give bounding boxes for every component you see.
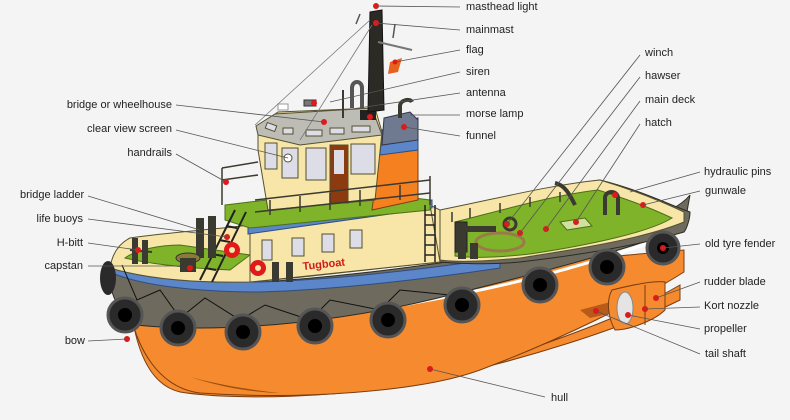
label-funnel: funnel: [466, 130, 496, 142]
label-rudder-blade: rudder blade: [704, 276, 766, 288]
label-main-deck: main deck: [645, 94, 696, 106]
label-siren: siren: [466, 66, 490, 78]
label-masthead-light: masthead light: [466, 1, 538, 13]
label-kort-nozzle: Kort nozzle: [704, 300, 760, 312]
label-hull: hull: [551, 392, 569, 404]
label-hawser: hawser: [645, 70, 681, 82]
fore-fittings-group: Tugboat: [100, 216, 346, 295]
label-gunwale: gunwale: [705, 185, 746, 197]
label-winch: winch: [645, 47, 674, 59]
label-old-tyre-fender: old tyre fender: [705, 238, 776, 250]
marker-dots: [124, 3, 666, 372]
label-flag: flag: [466, 44, 484, 56]
label-bridge-ladder: bridge ladder: [20, 189, 85, 201]
handrails-group: [221, 161, 561, 222]
funnel-group: [371, 97, 419, 211]
wheelhouse-group: [255, 80, 383, 211]
label-antenna: antenna: [466, 87, 506, 99]
label-handrails: handrails: [127, 147, 172, 159]
propulsion-group: [580, 281, 666, 331]
label-tail-shaft: tail shaft: [705, 348, 746, 360]
label-capstan: capstan: [44, 260, 83, 272]
old-tyre-fenders: [106, 230, 681, 351]
label-bridge-or-wheelhouse: bridge or wheelhouse: [66, 99, 172, 111]
hull-name-text: Tugboat: [302, 257, 346, 273]
label-hydraulic-pins: hydraulic pins: [704, 166, 772, 178]
leader-lines: [87, 5, 701, 398]
label-mainmast: mainmast: [466, 24, 514, 36]
label-propeller: propeller: [704, 323, 747, 335]
label-life-buoys: life buoys: [36, 213, 83, 225]
label-bow: bow: [64, 335, 85, 347]
label-clear-view-screen: clear view screen: [87, 123, 172, 135]
label-hatch: hatch: [645, 117, 672, 129]
label-h-bitt: H-bitt: [56, 237, 83, 249]
label-morse-lamp: morse lamp: [466, 108, 524, 120]
